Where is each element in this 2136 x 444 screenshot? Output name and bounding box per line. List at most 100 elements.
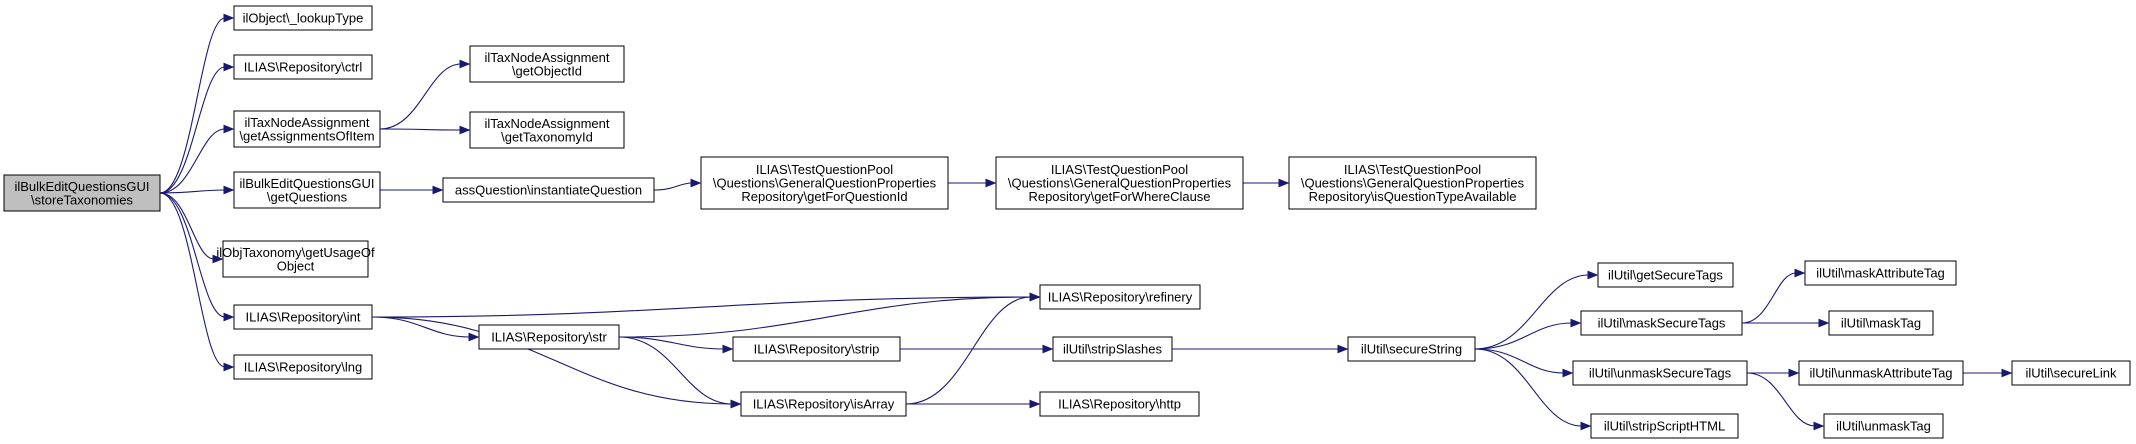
- edge-arrowhead: [1042, 344, 1054, 354]
- node-repository-refinery[interactable]: ILIAS\Repository\refinery: [1039, 284, 1201, 310]
- edge-n0-n5: [159, 192, 224, 264]
- node-box: [1798, 360, 1964, 386]
- node-box: [1288, 156, 1537, 210]
- node-label-line: ilTaxNodeAssignment: [244, 115, 369, 130]
- node-label-line: ILIAS\Repository\ctrl: [244, 60, 363, 75]
- node-util-securelink[interactable]: ilUtil\secureLink: [2011, 360, 2131, 386]
- node-box: [740, 391, 907, 417]
- edge-n17-n18: [900, 344, 1054, 354]
- edge-n6-n14: [371, 292, 1041, 318]
- node-util-stripscripthtml[interactable]: ilUtil\stripScriptHTML: [1590, 413, 1739, 439]
- node-bulkedit-storetaxonomies[interactable]: ilBulkEditQuestionsGUI\storeTaxonomies: [3, 174, 161, 212]
- node-label-line: ilUtil\stripSlashes: [1063, 342, 1162, 357]
- node-taxnode-getassignmentsofitem[interactable]: ilTaxNodeAssignment\getAssignmentsOfItem: [233, 110, 381, 148]
- edge-arrowhead: [1278, 178, 1290, 188]
- node-repository-int[interactable]: ILIAS\Repository\int: [233, 304, 373, 330]
- node-label-line: ILIAS\Repository\http: [1058, 397, 1181, 412]
- node-label-line: \Questions\GeneralQuestionProperties: [713, 176, 937, 191]
- edge-n20-n22: [1474, 318, 1582, 350]
- node-generalquestionproperties-getforwhereclause[interactable]: ILIAS\TestQuestionPool\Questions\General…: [995, 156, 1244, 210]
- edge-arrowhead: [223, 124, 235, 134]
- node-label-line: ilUtil\unmaskAttributeTag: [1809, 366, 1952, 381]
- node-util-unmaskattributetag[interactable]: ilUtil\unmaskAttributeTag: [1798, 360, 1964, 386]
- node-repository-http[interactable]: ILIAS\Repository\http: [1039, 391, 1200, 417]
- edge-arrowhead: [1813, 421, 1825, 431]
- node-util-masksecuretags[interactable]: ilUtil\maskSecureTags: [1580, 310, 1743, 336]
- node-label-line: Repository\isQuestionTypeAvailable: [1309, 189, 1517, 204]
- node-assquestion-instantiatequestion[interactable]: assQuestion\instantiateQuestion: [442, 177, 655, 203]
- node-label-line: ilObject\_lookupType: [243, 11, 364, 26]
- node-box: [995, 156, 1244, 210]
- edge-n20-n23: [1474, 348, 1574, 378]
- node-util-stripslashes[interactable]: ilUtil\stripSlashes: [1052, 336, 1173, 362]
- edge-arrowhead: [459, 125, 471, 135]
- node-util-masktag[interactable]: ilUtil\maskTag: [1828, 310, 1934, 336]
- edge-n22-n25: [1741, 268, 1806, 324]
- edge-arrowhead: [468, 332, 480, 342]
- edge-n11-n12: [948, 178, 997, 188]
- node-taxnode-gettaxonomyid[interactable]: ilTaxNodeAssignment\getTaxonomyId: [469, 111, 625, 149]
- edge-n0-n3: [159, 124, 235, 194]
- node-box: [1590, 413, 1739, 439]
- node-box: [3, 174, 161, 212]
- node-label-line: \getAssignmentsOfItem: [239, 128, 374, 143]
- node-generalquestionproperties-isquestiontypeavailable[interactable]: ILIAS\TestQuestionPool\Questions\General…: [1288, 156, 1537, 210]
- node-repository-strip[interactable]: ILIAS\Repository\strip: [732, 336, 901, 362]
- edge-n15-n16: [618, 336, 742, 409]
- node-box: [478, 324, 620, 350]
- node-label-line: ILIAS\Repository\lng: [244, 360, 363, 375]
- node-repository-lng[interactable]: ILIAS\Repository\lng: [233, 354, 373, 380]
- node-repository-str[interactable]: ILIAS\Repository\str: [478, 324, 620, 350]
- edge-arrowhead: [730, 399, 742, 409]
- edge-arrowhead: [1562, 368, 1574, 378]
- edge-line: [618, 336, 725, 350]
- node-box: [233, 304, 373, 330]
- call-edges: [159, 13, 2013, 431]
- edge-line: [159, 17, 226, 194]
- edge-n18-n20: [1172, 344, 1349, 354]
- node-util-unmasktag[interactable]: ilUtil\unmaskTag: [1823, 413, 1944, 439]
- node-label-line: ilUtil\unmaskSecureTags: [1589, 366, 1732, 381]
- edge-arrowhead: [722, 344, 734, 354]
- node-box: [222, 240, 369, 278]
- edge-arrowhead: [1818, 318, 1830, 328]
- node-box: [700, 156, 949, 210]
- edge-n15-n17: [618, 336, 734, 354]
- node-generalquestionproperties-getforquestionid[interactable]: ILIAS\TestQuestionPool\Questions\General…: [700, 156, 949, 210]
- node-repository-isarray[interactable]: ILIAS\Repository\isArray: [740, 391, 907, 417]
- node-box: [1039, 284, 1201, 310]
- node-bulkedit-getquestions[interactable]: ilBulkEditQuestionsGUI\getQuestions: [233, 171, 381, 209]
- edge-n23-n28: [1746, 372, 1825, 431]
- node-label-line: \Questions\GeneralQuestionProperties: [1301, 176, 1525, 191]
- node-box: [1572, 360, 1748, 386]
- edge-line: [653, 182, 693, 191]
- call-nodes: ilBulkEditQuestionsGUI\storeTaxonomies il…: [3, 5, 2131, 439]
- edge-line: [159, 128, 226, 194]
- node-label-line: ILIAS\TestQuestionPool: [1344, 162, 1481, 177]
- node-label-line: ilUtil\maskTag: [1841, 316, 1921, 331]
- edge-n22-n26: [1742, 318, 1830, 328]
- edge-arrowhead: [223, 312, 235, 322]
- node-box: [1052, 336, 1173, 362]
- node-util-getsecuretags[interactable]: ilUtil\getSecureTags: [1597, 262, 1734, 288]
- node-box: [1828, 310, 1934, 336]
- node-label-line: assQuestion\instantiateQuestion: [455, 183, 642, 198]
- node-label-line: ILIAS\Repository\isArray: [753, 397, 895, 412]
- edge-n20-n21: [1474, 270, 1599, 350]
- edge-line: [1474, 322, 1573, 350]
- node-util-maskattributetag[interactable]: ilUtil\maskAttributeTag: [1804, 260, 1957, 286]
- node-repository-ctrl[interactable]: ILIAS\Repository\ctrl: [233, 54, 373, 80]
- node-box: [469, 45, 625, 83]
- node-label-line: ILIAS\Repository\refinery: [1048, 290, 1193, 305]
- node-util-unmasksecuretags[interactable]: ilUtil\unmaskSecureTags: [1572, 360, 1748, 386]
- edge-arrowhead: [1029, 292, 1041, 302]
- node-label-line: ILIAS\Repository\strip: [754, 342, 880, 357]
- edge-arrowhead: [1580, 421, 1592, 431]
- node-taxnode-getobjectid[interactable]: ilTaxNodeAssignment\getObjectId: [469, 45, 625, 83]
- node-object-lookuptype[interactable]: ilObject\_lookupType: [233, 5, 373, 31]
- node-util-securestring[interactable]: ilUtil\secureString: [1347, 336, 1476, 362]
- edge-n4-n10: [379, 185, 444, 195]
- edge-line: [1474, 274, 1590, 350]
- edge-line: [618, 336, 733, 405]
